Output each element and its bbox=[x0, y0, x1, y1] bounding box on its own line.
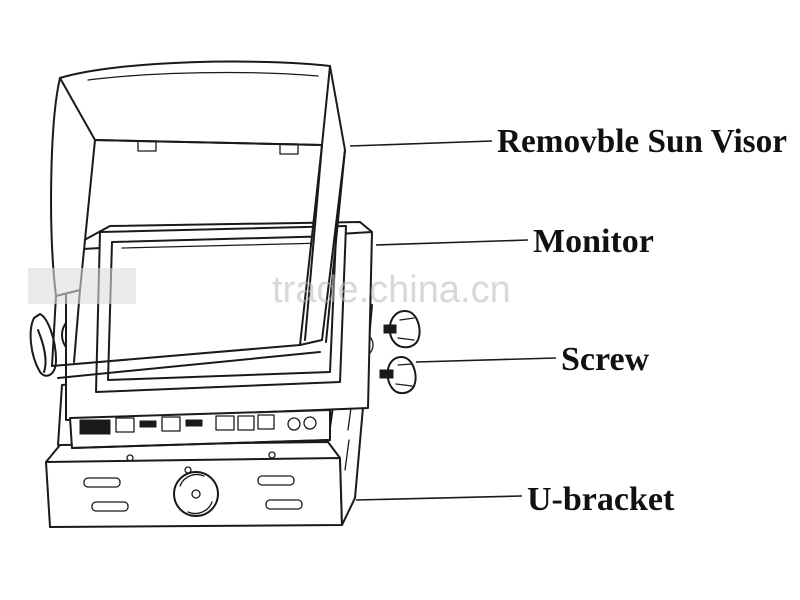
watermark-blur-patch bbox=[28, 268, 136, 304]
label-monitor: Monitor bbox=[533, 223, 654, 260]
label-sun-visor: Removble Sun Visor bbox=[497, 123, 787, 160]
monitor-drawing bbox=[29, 221, 373, 449]
watermark-text: trade.china.cn bbox=[272, 269, 511, 311]
leader-line-u-bracket bbox=[355, 495, 523, 501]
screw-drawing bbox=[379, 310, 421, 394]
label-screw: Screw bbox=[561, 341, 650, 378]
leader-line-monitor bbox=[375, 239, 529, 246]
leader-line-screw bbox=[415, 357, 557, 363]
label-u-bracket: U-bracket bbox=[527, 481, 675, 518]
leader-line-sun-visor bbox=[349, 140, 493, 147]
